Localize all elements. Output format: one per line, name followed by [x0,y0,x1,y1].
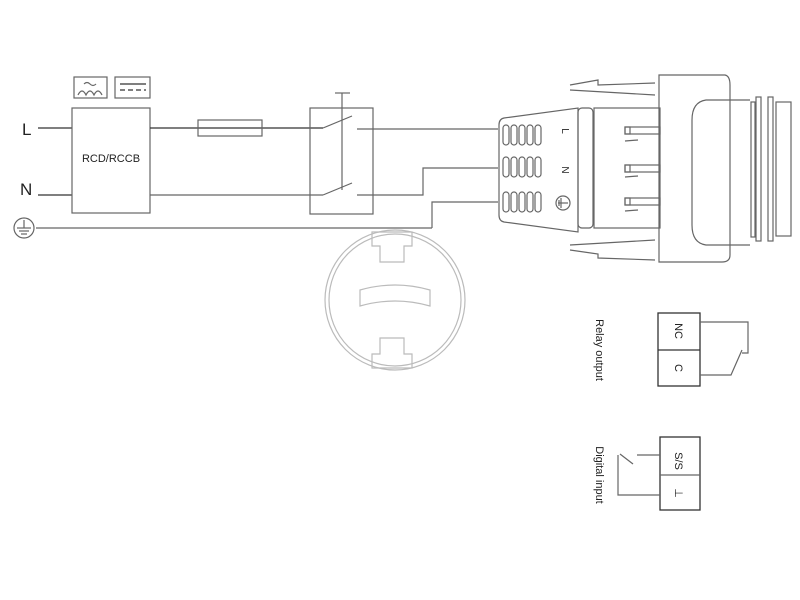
fuse [197,119,263,137]
connector-live-label: L [559,128,570,134]
connector-plug: L N [498,74,792,263]
digital-terminal-ss: S/S [672,452,684,470]
digital-terminal-block[interactable] [659,436,701,511]
live-label: L [22,120,31,139]
digital-input-title: Digital input [593,446,605,503]
earth-wire-to-connector [431,201,498,228]
digital-input-contact [619,453,634,465]
background-logo [324,229,466,371]
relay-contact [700,349,743,376]
connector-earth-icon [555,195,571,211]
connector-neutral-label: N [559,166,570,173]
earth-icon [13,217,35,239]
relay-terminal-c: C [672,364,684,372]
dc-icon [114,76,151,99]
grip-grooves [502,124,542,213]
relay-terminal-nc: NC [672,323,684,339]
ac-pulsating-icon [73,76,108,99]
neutral-out-wire [357,167,498,196]
neutral-label: N [20,180,32,199]
digital-terminal-ground: ⊥ [672,488,684,498]
relay-output-title: Relay output [593,319,605,381]
relay-nc-wire [700,321,749,354]
rcd-label: RCD/RCCB [82,153,140,165]
rcd-box [71,107,151,214]
isolator-switch [309,92,374,215]
digital-ground-wire [617,455,660,496]
